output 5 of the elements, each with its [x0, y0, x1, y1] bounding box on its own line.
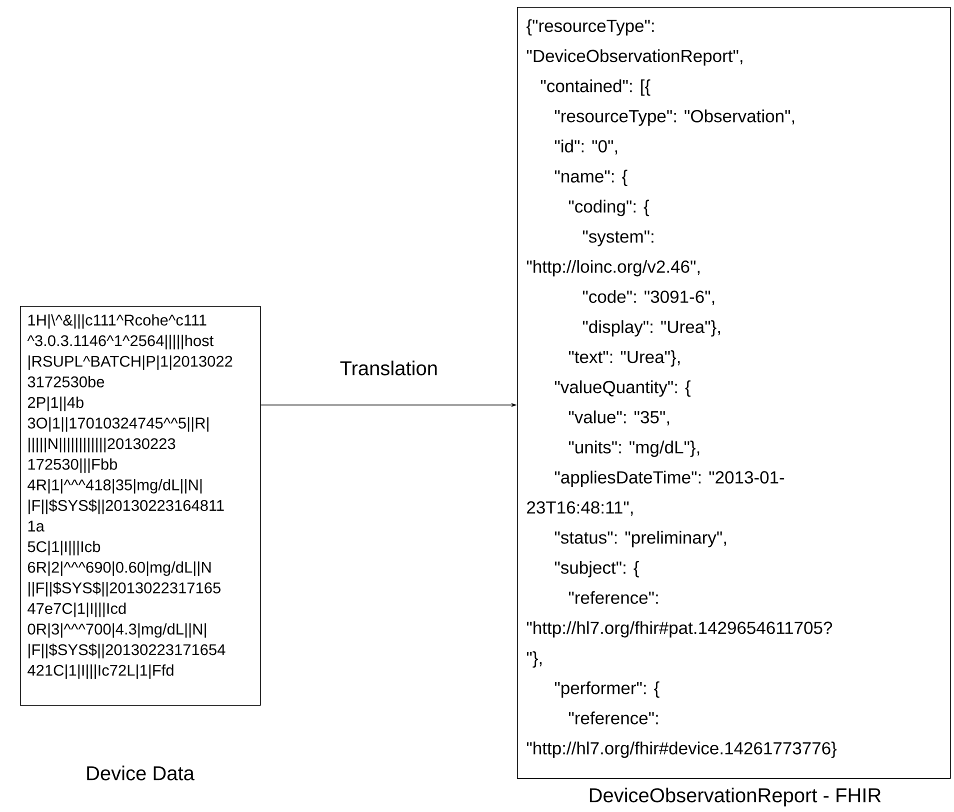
node-label: DeviceObservationReport - FHIR [590, 788, 881, 806]
edge-label: Translation [338, 360, 439, 376]
node-label: Device Data [87, 766, 194, 780]
code-box: {"resourceType": "DeviceObservationReport", "contained": [{ "resourceType": "Observation", "id": "0", "name": { "coding": { "system": "http://loinc.org/v2.46", "code": "3091-6", "display": "Urea"}, "text": "Urea"}, "valueQuantity": { "value": "35", "units": "mg/dL"}, "appliesDateTime": "2013-01- 23T16:48:11", "status": "preliminary", "subject": { "reference": "http://hl7.org/fhir#pat.1429654611705? "}, "performer": { "reference": "http://hl7.org/fhir#device.14261773776} [517, 7, 951, 779]
code-box: 1H|\^&|||c111^Rcohe^c111 ^3.0.3.1146^1^2564|||||host |RSUPL^BATCH|P|1|2013022 3172530be 2P|1||4b 3O|1||17010324745^^5||R| |||||N||||||||||||20130223 172530|||Fbb 4R|1|^^^418|35|mg/dL||N| |F||$SYS$||20130223164811 1a 5C|1|I|||Icb 6R|2|^^^690|0.60|mg/dL||N ||F||$SYS$||2013022317165 47e7C|1|I|||Icd 0R|3|^^^700|4.3|mg/dL||N| |F||$SYS$||20130223171654 421C|1|I|||Ic72L|1|Ffd [20, 306, 261, 706]
